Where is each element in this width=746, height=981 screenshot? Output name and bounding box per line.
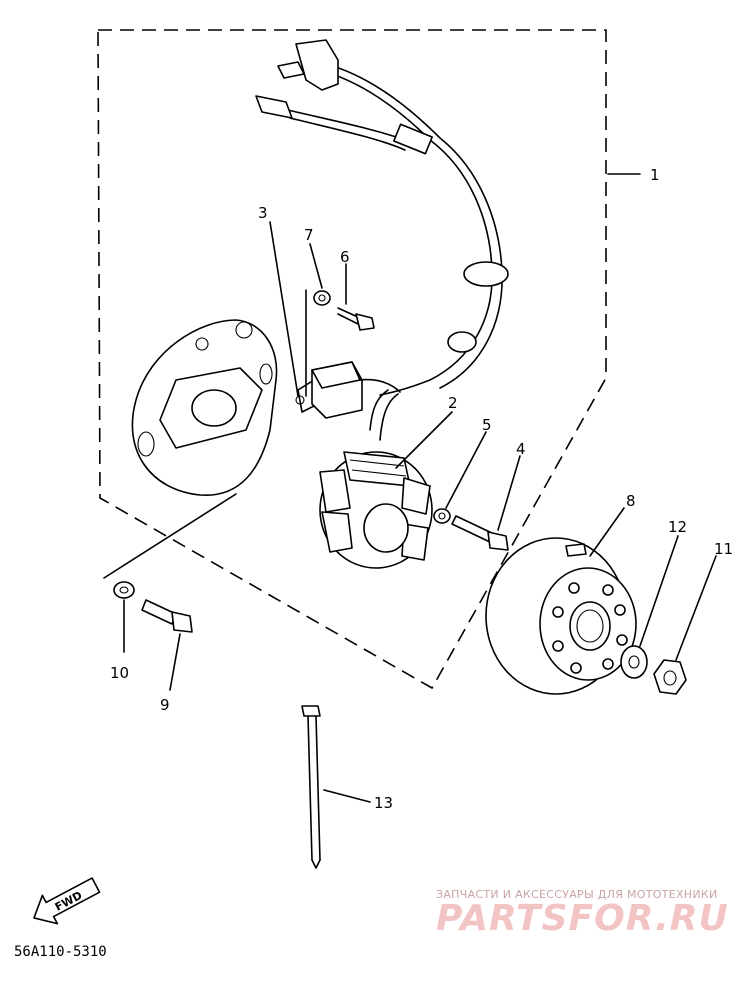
callout-4: 4 [516, 440, 526, 458]
screw-6 [337, 307, 375, 331]
callout-8: 8 [626, 492, 636, 510]
diagram-code: 56A110-5310 [14, 944, 107, 960]
washer-10 [113, 581, 135, 599]
cable-tie-13 [301, 705, 321, 869]
callout-2: 2 [448, 394, 458, 412]
watermark-tagline: ЗАПЧАСТИ И АКСЕССУАРЫ ДЛЯ МОТОТЕХНИКИ [436, 888, 718, 901]
callout-10: 10 [110, 664, 129, 682]
callout-1: 1 [650, 166, 660, 184]
screw-4 [451, 515, 509, 551]
washer-12 [620, 645, 648, 679]
callout-3: 3 [258, 204, 268, 222]
callout-9: 9 [160, 696, 170, 714]
assembly-boundary [97, 29, 607, 690]
callout-12: 12 [668, 518, 687, 536]
washer-5 [433, 508, 451, 524]
screw-9 [141, 599, 193, 633]
wire-harness [255, 39, 509, 396]
callout-6: 6 [340, 248, 350, 266]
flywheel-rotor [485, 537, 637, 695]
callout-7: 7 [304, 226, 314, 244]
fwd-arrow-icon: FWD [33, 877, 101, 925]
nut-11 [653, 659, 687, 695]
callout-5: 5 [482, 416, 492, 434]
stator-coil [319, 451, 433, 569]
stator-base-plate [131, 319, 278, 496]
washer-7 [313, 290, 331, 306]
watermark-logo: PARTSFOR.RU [436, 898, 729, 939]
callout-11: 11 [714, 540, 733, 558]
leader-lines [103, 173, 717, 803]
pickup-coil [295, 361, 401, 441]
callout-13: 13 [374, 794, 393, 812]
